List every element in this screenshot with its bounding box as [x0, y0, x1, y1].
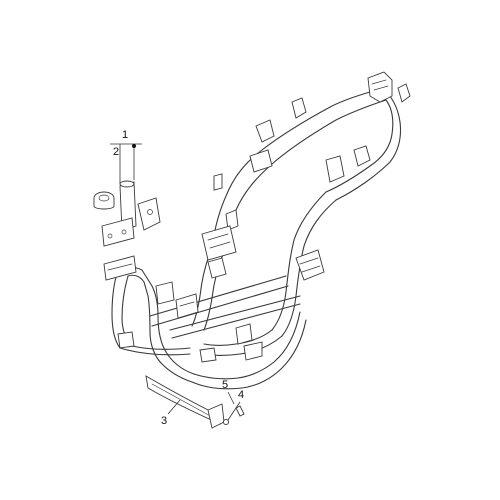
callout-1: 1 [122, 129, 129, 141]
skid-plate-part [145, 375, 225, 429]
callout-2: 2 [113, 146, 120, 158]
frame-brackets [117, 71, 411, 363]
callout-4: 4 [238, 389, 245, 401]
callout-leaders [110, 143, 241, 421]
callout-3: 3 [161, 415, 168, 427]
callout-5: 5 [222, 379, 229, 391]
steering-head-parts [93, 180, 161, 281]
fastener-parts [222, 405, 245, 426]
